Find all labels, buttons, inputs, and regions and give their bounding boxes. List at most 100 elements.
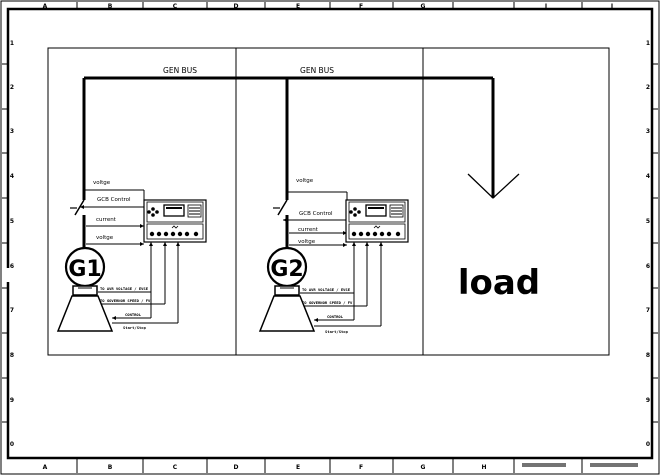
gen1-controller-display [163, 204, 185, 217]
gen2-button-7 [395, 231, 401, 237]
gen2-nav-left-icon [349, 210, 353, 214]
generator-1-unit [56, 189, 207, 332]
row-label-right-9: 9 [646, 397, 650, 404]
gen1-voltage-label: voltge [96, 235, 114, 241]
gen1-button-6 [184, 231, 190, 237]
generator-2-unit [258, 191, 409, 332]
gen2-engine-base [258, 295, 316, 332]
gen1-coupling [72, 285, 98, 296]
gen1-control-arrow-icon [112, 316, 116, 320]
gen1-display-text [166, 207, 182, 209]
gen2-gcb-label: GCB Control [299, 211, 333, 217]
gen1-button-1 [149, 231, 155, 237]
gen-bus [82, 76, 520, 200]
gen2-gcb-arrow-icon [283, 218, 287, 222]
col-label-bottom-g: G [421, 464, 426, 471]
gen2-coupling [274, 285, 300, 296]
gen2-nav-down-icon [353, 213, 357, 217]
gen1-nav-right-icon [155, 210, 159, 214]
gen1-ctrl-arrow-2-icon [163, 242, 167, 246]
row-label-right-1: 1 [646, 40, 650, 47]
gen1-button-3 [163, 231, 169, 237]
gen2-nav-right-icon [357, 210, 361, 214]
gen1-button-2 [156, 231, 162, 237]
gen2-button-panel [348, 223, 406, 240]
gen2-button-6 [386, 231, 392, 237]
row-label-left-1: 1 [10, 40, 14, 47]
border-gap [5, 268, 11, 282]
row-label-right-4: 4 [646, 173, 650, 180]
gen2-current-label: current [298, 227, 319, 233]
gen1-nav-left-icon [147, 210, 151, 214]
gen2-control-arrow-icon [314, 318, 318, 322]
gen1-button-4 [170, 231, 176, 237]
drawing-area [47, 47, 610, 356]
gen2-avr-label: TO AVR VOLTAGE / EVSE [302, 287, 351, 292]
col-label-top-b: B [108, 3, 113, 10]
gen1-avr-label: TO AVR VOLTAGE / EVSE [100, 286, 149, 291]
row-label-left-4: 4 [10, 173, 14, 180]
row-label-left-7: 7 [10, 307, 14, 314]
gen2-current-arrow-icon [343, 231, 347, 235]
col-label-top-c: C [173, 3, 178, 10]
col-label-top-d: D [234, 3, 239, 10]
gen1-button-5 [177, 231, 183, 237]
title-block-text-2 [590, 463, 638, 467]
gen1-startstop-label: Start/Stop [123, 325, 147, 330]
gen1-current-arrow-icon [140, 224, 144, 228]
gen1-nav-down-icon [151, 213, 155, 217]
gen1-engine-base [56, 295, 114, 332]
gen2-mode-icon [373, 225, 381, 229]
row-label-left-5: 5 [10, 218, 14, 225]
row-label-left-0: 0 [10, 441, 14, 448]
gen1-voltage-top-label: voltge [93, 180, 111, 186]
gen2-governor-label: TO GOVERNOR SPEED / FV [302, 300, 353, 305]
col-label-top-e: E [296, 3, 300, 10]
col-label-bottom-c: C [173, 464, 178, 471]
gen1-controller-panel [146, 201, 204, 223]
title-block-text-1 [522, 463, 566, 467]
gen2-ctrl-arrow-1-icon [352, 242, 356, 246]
gen2-button-5 [379, 231, 385, 237]
row-label-left-9: 9 [10, 397, 14, 404]
row-label-right-7: 7 [646, 307, 650, 314]
row-label-right-6: 6 [646, 263, 650, 270]
gen1-led-block [187, 204, 202, 218]
col-label-top-j: J [610, 3, 613, 10]
gen1-gcb-arrow-icon [80, 205, 84, 209]
gen2-nav-up-icon [353, 207, 357, 211]
gen2-startstop-label: Start/Stop [325, 329, 349, 334]
gen2-label: G2 [270, 257, 303, 282]
load-label: load [458, 263, 540, 303]
gen1-mode-icon [171, 225, 179, 229]
gen2-ctrl-arrow-3-icon [379, 242, 383, 246]
gen1-gcb-label: GCB Control [97, 197, 131, 203]
gen-bus-label-right: GEN BUS [300, 66, 334, 75]
gen2-breaker-switch [277, 199, 288, 216]
gen1-ctrl-arrow-1-icon [149, 242, 153, 246]
col-label-bottom-d: D [234, 464, 239, 471]
row-label-right-2: 2 [646, 84, 650, 91]
col-label-top-f: F [359, 3, 363, 10]
gen2-button-3 [365, 231, 371, 237]
gen2-led-block [389, 204, 404, 218]
col-label-top-i: I [545, 3, 547, 10]
gen1-button-7 [193, 231, 199, 237]
gen1-control-label: CONTROL [125, 312, 142, 317]
row-label-right-0: 0 [646, 441, 650, 448]
row-label-right-3: 3 [646, 128, 650, 135]
gen1-button-panel [146, 223, 204, 240]
row-label-right-8: 8 [646, 352, 650, 359]
row-label-left-6: 6 [10, 263, 14, 270]
gen2-display-text [368, 207, 384, 209]
col-label-top-a: A [43, 3, 48, 10]
gen1-governor-label: TO GOVERNOR SPEED / FV [100, 298, 151, 303]
gen1-nav-up-icon [151, 207, 155, 211]
gen1-label: G1 [68, 257, 101, 282]
row-label-left-3: 3 [10, 128, 14, 135]
row-ticks [2, 63, 658, 423]
gen1-voltage-arrow-icon [140, 242, 144, 246]
gen-bus-label-left: GEN BUS [163, 66, 197, 75]
